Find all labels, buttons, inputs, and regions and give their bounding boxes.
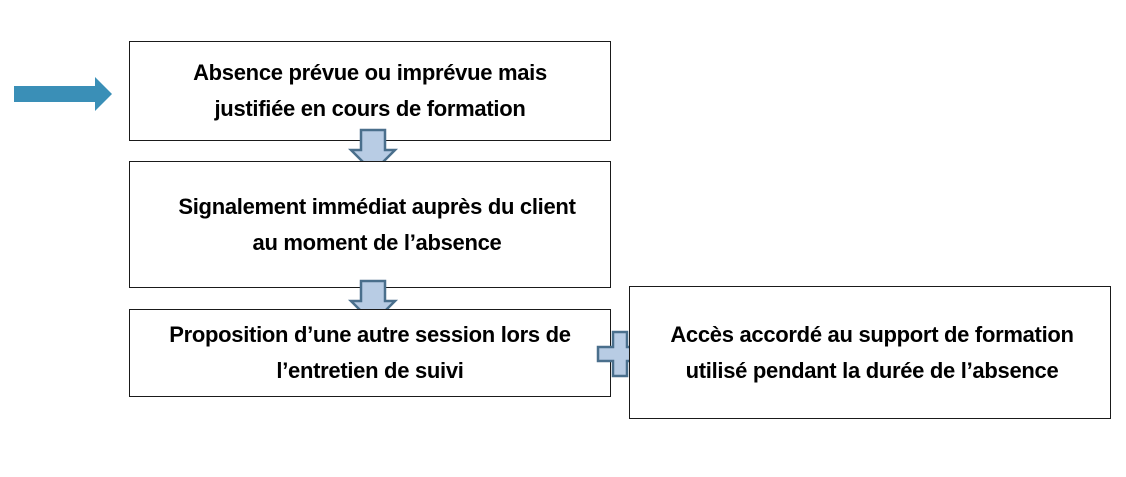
flow-step-signalement: Signalement immédiat auprès du client au… <box>129 161 611 288</box>
flow-step-absence-text: Absence prévue ou imprévue mais justifié… <box>193 60 547 121</box>
right-arrow-icon <box>14 77 112 111</box>
flow-step-acces-support-text: Accès accordé au support de formation ut… <box>670 321 1074 383</box>
plus-icon <box>596 330 644 378</box>
flow-step-proposition-text: Proposition d’une autre session lors de … <box>169 322 571 383</box>
flow-step-absence: Absence prévue ou imprévue mais justifié… <box>129 41 611 141</box>
flow-step-signalement-text: Signalement immédiat auprès du client au… <box>178 193 576 255</box>
flow-step-proposition: Proposition d’une autre session lors de … <box>129 309 611 397</box>
flow-step-acces-support: Accès accordé au support de formation ut… <box>629 286 1111 419</box>
